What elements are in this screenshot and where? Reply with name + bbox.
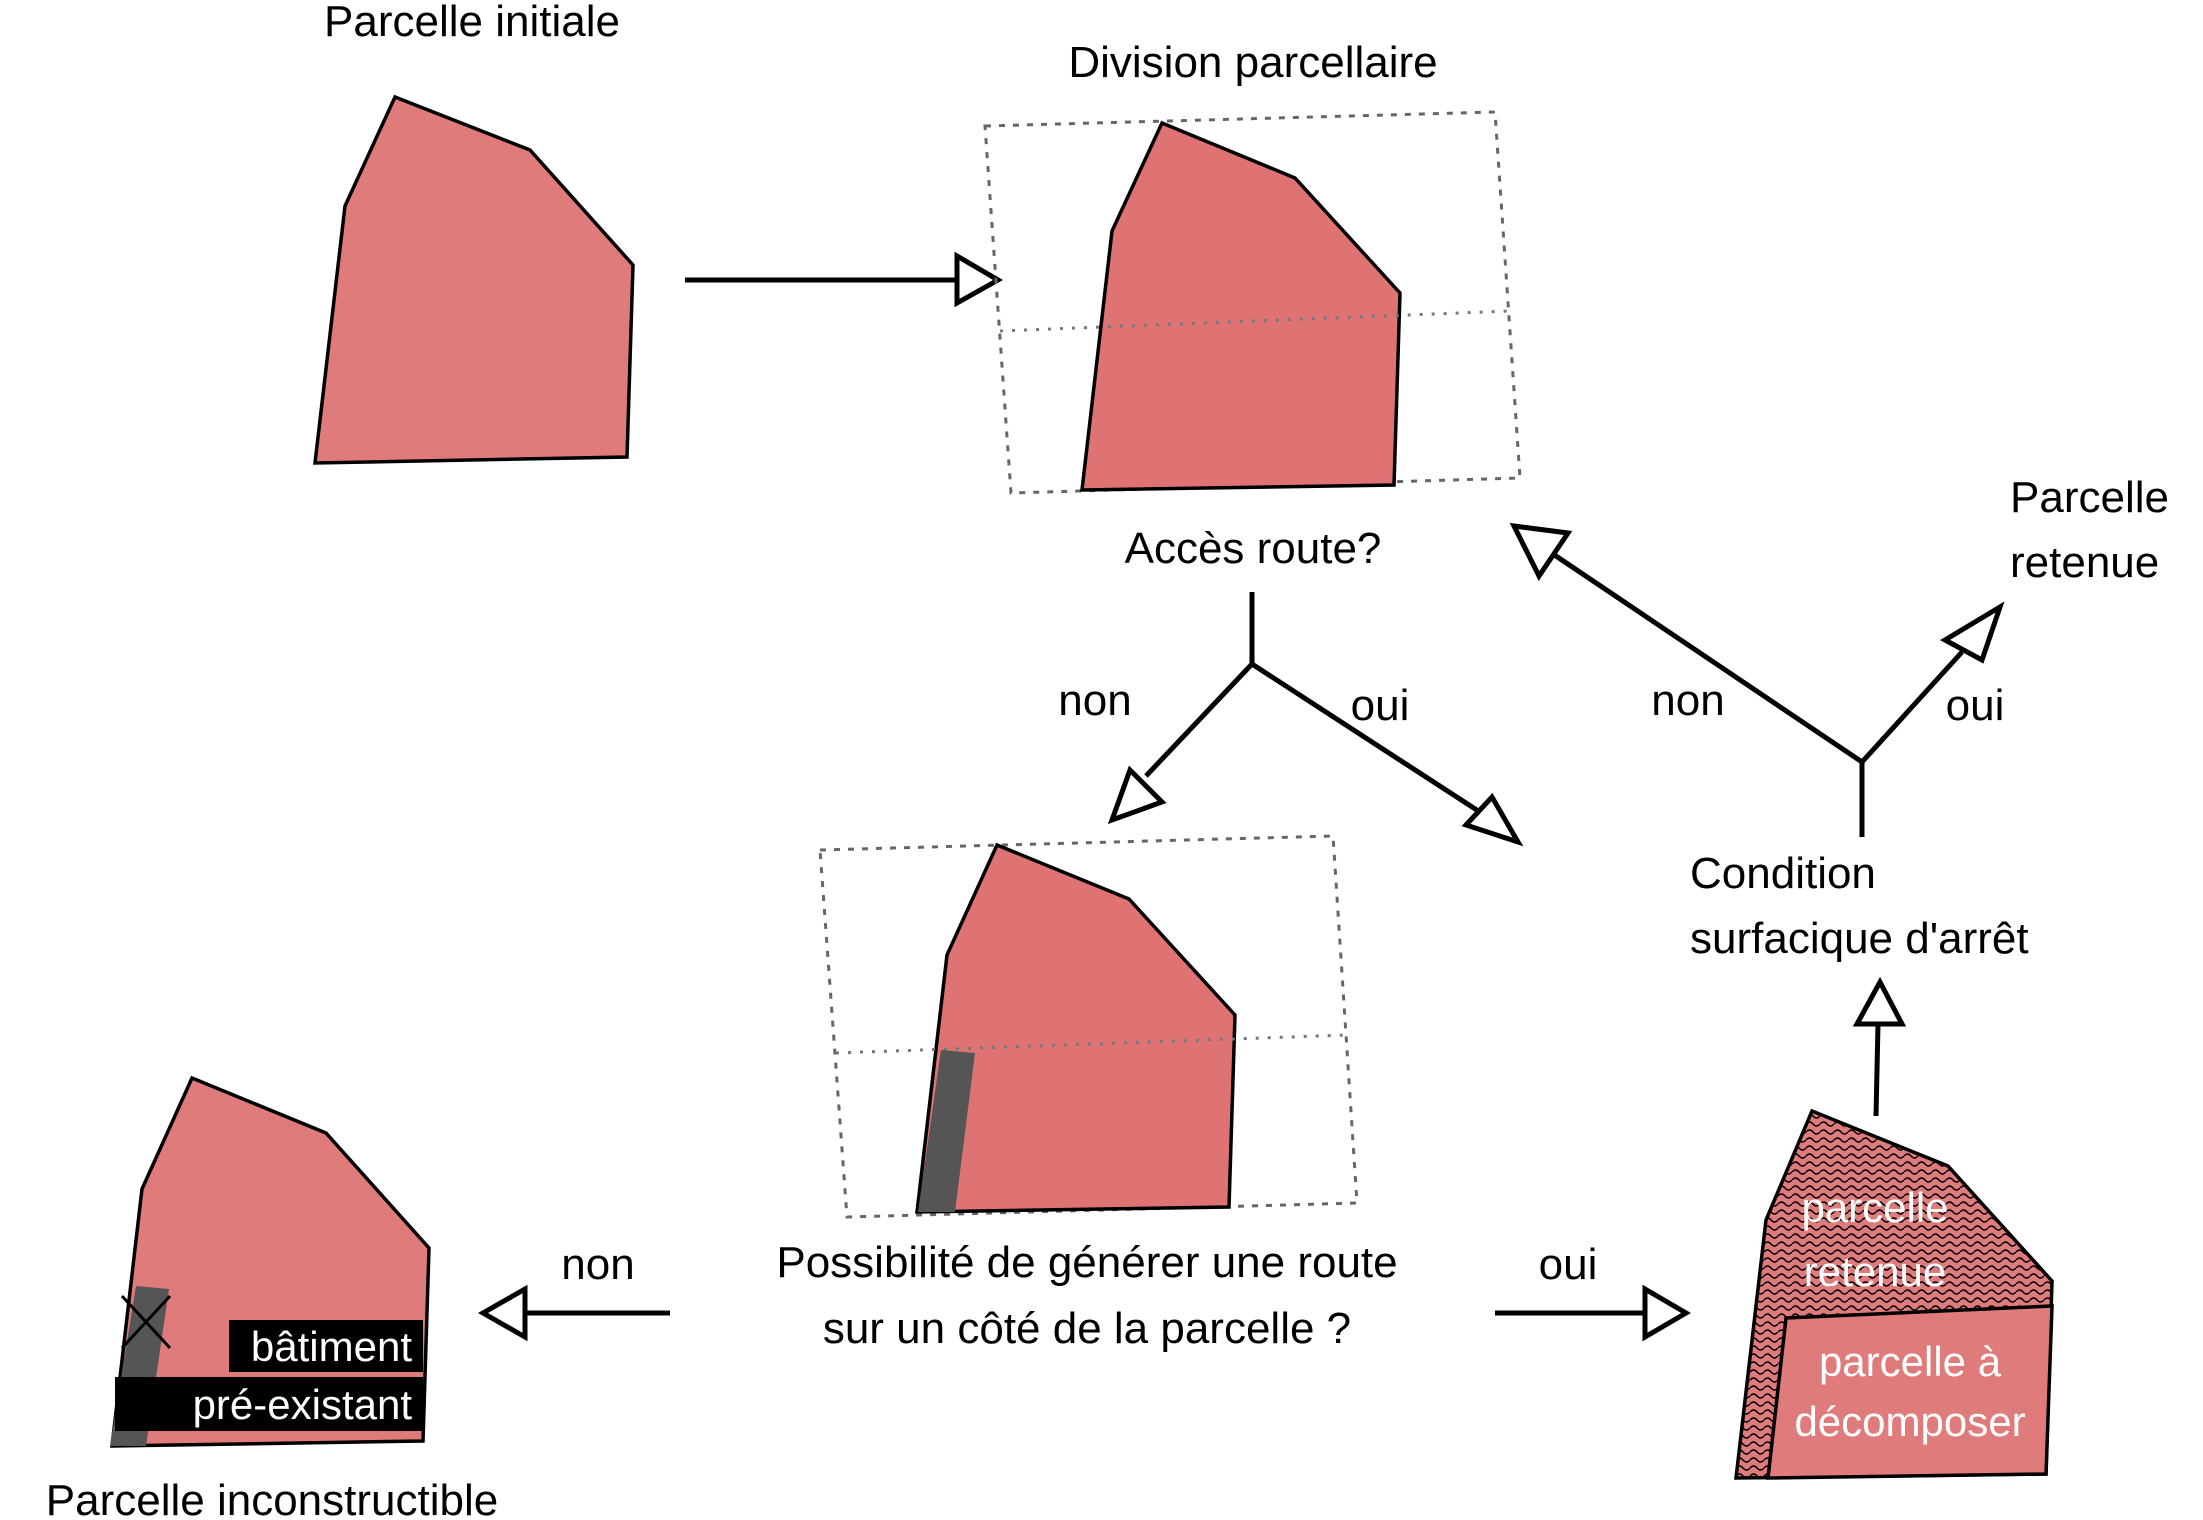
- sub-label-retenue-line1: parcelle: [1801, 1184, 1948, 1231]
- arrow-initial-to-division: [685, 251, 1004, 308]
- route-check-parcel-shape: [915, 842, 1237, 1214]
- inconstructible-title: Parcelle inconstructible: [46, 1476, 498, 1520]
- division-parcel-shape: [1080, 120, 1402, 492]
- arrow-oui-to-retenue: [1461, 792, 1524, 847]
- inconstructible-parcel-group: bâtiment pré-existant: [110, 1075, 431, 1448]
- sub-label-retenue-line2: retenue: [1804, 1248, 1946, 1295]
- branch-label-oui-2: oui: [1946, 681, 2005, 730]
- division-grid-box: [983, 110, 1522, 495]
- division-split-line: [999, 309, 1511, 333]
- parcelle-retenue-title-line1: Parcelle: [2010, 473, 2169, 522]
- sub-label-decomposer-line2: décomposer: [1794, 1398, 2025, 1445]
- branch-label-non-1: non: [1058, 676, 1131, 725]
- branch-label-oui-1: oui: [1351, 681, 1410, 730]
- arrow-decomposition-to-condition: [1852, 976, 1907, 1117]
- route-check-split-line: [835, 1033, 1348, 1055]
- route-check-parcel-group: [818, 834, 1359, 1219]
- condition-line2: surfacique d'arrêt: [1690, 914, 2029, 963]
- possibilite-question-line2: sur un côté de la parcelle ?: [823, 1304, 1351, 1353]
- route-check-building: [918, 1050, 975, 1212]
- branch-label-non-3: non: [561, 1240, 634, 1289]
- branch-label-non-2: non: [1651, 676, 1724, 725]
- acces-branch: [1107, 592, 1524, 847]
- decomposed-parcel-group: parcelle retenue parcelle à décomposer: [1734, 1108, 2054, 1480]
- arrow-possibilite-to-decomposition: [1495, 1284, 1691, 1342]
- arrow-non-to-division: [1509, 522, 1573, 581]
- parcelle-a-decomposer-area: [1766, 1304, 2054, 1480]
- batiment-label-line1: bâtiment: [251, 1323, 412, 1370]
- acces-route-question: Accès route?: [1125, 524, 1382, 573]
- initial-parcel-title: Parcelle initiale: [324, 0, 620, 46]
- division-title: Division parcellaire: [1068, 38, 1437, 87]
- arrow-non-to-possibilite: [1107, 765, 1167, 825]
- sub-label-decomposer-line1: parcelle à: [1819, 1338, 2002, 1385]
- arrow-possibilite-to-inconstructible: [477, 1284, 670, 1342]
- condition-line1: Condition: [1690, 849, 1876, 898]
- division-parcel-group: [983, 110, 1522, 495]
- condition-branch: [1509, 522, 2005, 837]
- initial-parcel-shape: [313, 94, 635, 465]
- batiment-label-box-2: [115, 1377, 423, 1431]
- batiment-label-box-1: [229, 1320, 423, 1372]
- building-cross-icon: [120, 1294, 172, 1350]
- parcelle-retenue-title-line2: retenue: [2010, 538, 2159, 587]
- arrow-oui-to-parcelle-retenue: [1939, 601, 2005, 664]
- route-check-grid-box: [818, 834, 1359, 1219]
- batiment-label-line2: pré-existant: [193, 1381, 413, 1428]
- branch-label-oui-3: oui: [1539, 1240, 1598, 1289]
- possibilite-question-line1: Possibilité de générer une route: [776, 1238, 1397, 1287]
